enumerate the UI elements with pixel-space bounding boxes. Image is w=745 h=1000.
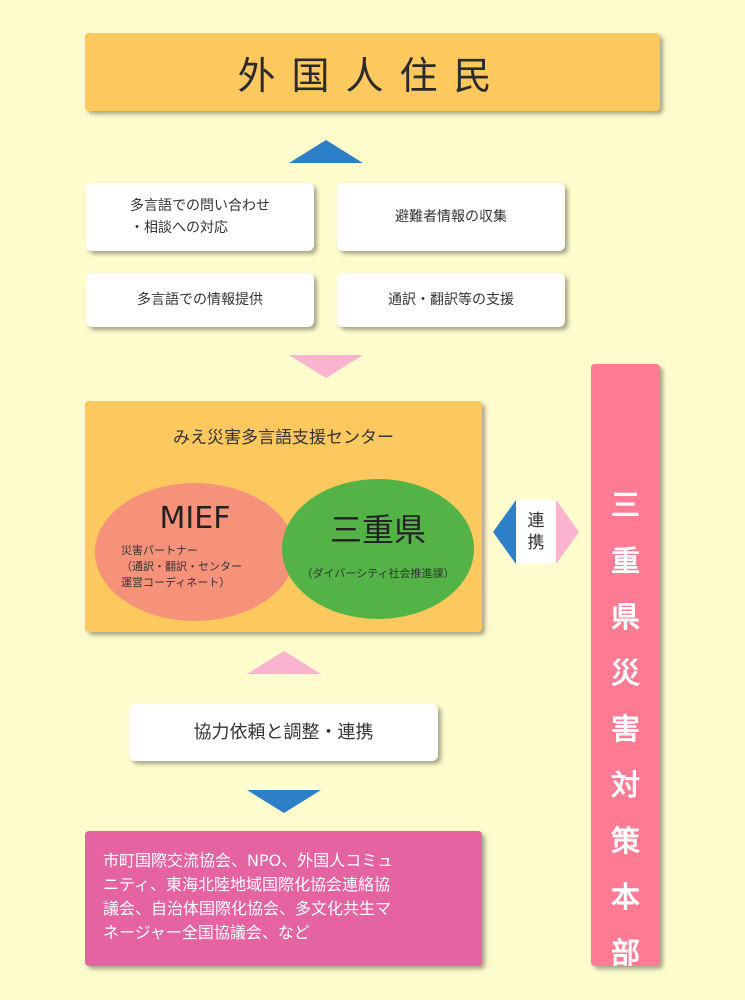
hq-char: 対 bbox=[610, 768, 640, 802]
card-evacuee-info-label: 避難者情報の収集 bbox=[395, 209, 507, 225]
hq-char: 災 bbox=[610, 656, 640, 690]
hq-char: 県 bbox=[610, 600, 640, 634]
mief-description: 災害パートナー （通訳・翻訳・センター 運営コーディネート） bbox=[121, 543, 242, 591]
hq-char: 三 bbox=[610, 488, 640, 522]
mief-ellipse: MIEF 災害パートナー （通訳・翻訳・センター 運営コーディネート） bbox=[95, 483, 295, 621]
cooperation-request-box: 協力依頼と調整・連携 bbox=[129, 704, 438, 761]
card-inquiry-line1: 多言語での問い合わせ bbox=[130, 198, 270, 214]
card-multilingual-info: 多言語での情報提供 bbox=[86, 273, 314, 327]
mief-line3: 運営コーディネート） bbox=[121, 576, 231, 589]
partners-line2: ニティ、東海北陸地域国際化協会連絡協 bbox=[103, 875, 391, 894]
partners-line3: 議会、自治体国際化協会、多文化共生マ bbox=[103, 899, 392, 918]
support-center-box: みえ災害多言語支援センター MIEF 災害パートナー （通訳・翻訳・センター 運… bbox=[85, 401, 482, 632]
cooperation-link-label: 連 携 bbox=[516, 500, 556, 564]
disaster-hq-box: 三 重 県 災 害 対 策 本 部 bbox=[591, 364, 660, 970]
up-arrow-blue bbox=[289, 140, 363, 163]
mie-prefecture-name: 三重県 bbox=[329, 511, 426, 549]
up-arrow-pink bbox=[247, 651, 321, 674]
hq-char: 重 bbox=[610, 544, 640, 578]
cooperation-link-char2: 携 bbox=[527, 533, 545, 553]
mief-name: MIEF bbox=[159, 501, 231, 536]
card-inquiry: 多言語での問い合わせ ・相談への対応 bbox=[86, 183, 314, 251]
hq-char: 害 bbox=[610, 712, 640, 746]
support-center-title: みえ災害多言語支援センター bbox=[173, 428, 394, 448]
hq-char: 本 bbox=[610, 880, 640, 914]
partners-line1: 市町国際交流協会、NPO、外国人コミュ bbox=[103, 851, 394, 870]
hq-char: 部 bbox=[610, 936, 640, 970]
cooperation-link-char1: 連 bbox=[527, 511, 545, 531]
right-arrow-pink bbox=[556, 500, 579, 564]
down-arrow-pink bbox=[289, 355, 363, 378]
hq-char: 策 bbox=[610, 824, 640, 858]
card-translation-support: 通訳・翻訳等の支援 bbox=[337, 273, 565, 327]
card-evacuee-info: 避難者情報の収集 bbox=[337, 183, 565, 251]
left-arrow-blue bbox=[493, 500, 516, 564]
card-inquiry-line2: ・相談への対応 bbox=[130, 220, 228, 236]
card-multilingual-info-label: 多言語での情報提供 bbox=[137, 292, 263, 308]
down-arrow-blue bbox=[247, 790, 321, 813]
partners-line4: ネージャー全国協議会、など bbox=[103, 923, 310, 942]
cooperation-request-label: 協力依頼と調整・連携 bbox=[193, 721, 374, 743]
mie-prefecture-ellipse: 三重県 （ダイバーシティ社会推進課） bbox=[282, 479, 474, 619]
mie-prefecture-dept: （ダイバーシティ社会推進課） bbox=[301, 567, 455, 580]
mief-line1: 災害パートナー bbox=[121, 544, 198, 557]
residents-title-box: 外国人住民 bbox=[85, 33, 660, 111]
partner-organizations-box: 市町国際交流協会、NPO、外国人コミュ ニティ、東海北陸地域国際化協会連絡協 議… bbox=[85, 831, 482, 966]
mief-line2: （通訳・翻訳・センター bbox=[121, 560, 242, 573]
residents-title: 外国人住民 bbox=[237, 53, 508, 98]
card-translation-support-label: 通訳・翻訳等の支援 bbox=[388, 292, 514, 308]
